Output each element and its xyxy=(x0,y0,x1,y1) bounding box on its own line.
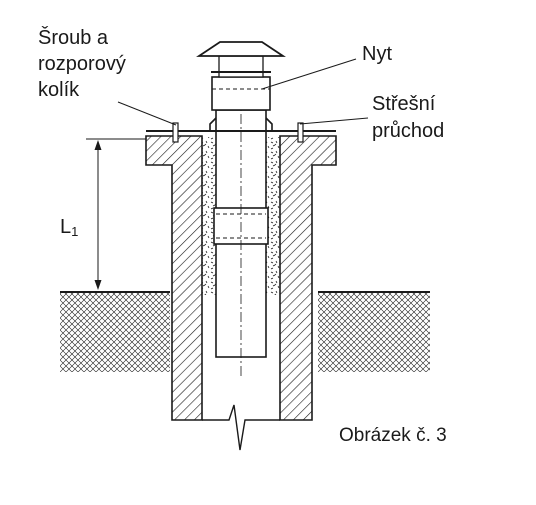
liner-pipe xyxy=(213,60,269,378)
dimension-l1: L1 xyxy=(60,138,146,290)
screw-right xyxy=(297,122,304,143)
screw-left xyxy=(172,122,179,143)
screw-label-line2: rozporový xyxy=(38,53,126,75)
right-wall xyxy=(279,135,337,421)
insulation xyxy=(202,137,280,295)
dimension-label: L1 xyxy=(60,216,78,239)
rain-cap xyxy=(196,41,286,111)
figure-caption: Obrázek č. 3 xyxy=(339,425,447,446)
roof-passage-label-line2: průchod xyxy=(372,120,444,142)
leaders xyxy=(117,58,369,126)
roof-passage-label-line1: Střešní xyxy=(372,93,436,115)
left-wall xyxy=(145,135,203,421)
ground xyxy=(60,291,430,372)
break-symbol xyxy=(202,404,280,451)
screw-label-line3: kolík xyxy=(38,79,80,101)
screw-label-line1: Šroub a xyxy=(38,26,109,49)
rivet-label: Nyt xyxy=(362,43,392,65)
